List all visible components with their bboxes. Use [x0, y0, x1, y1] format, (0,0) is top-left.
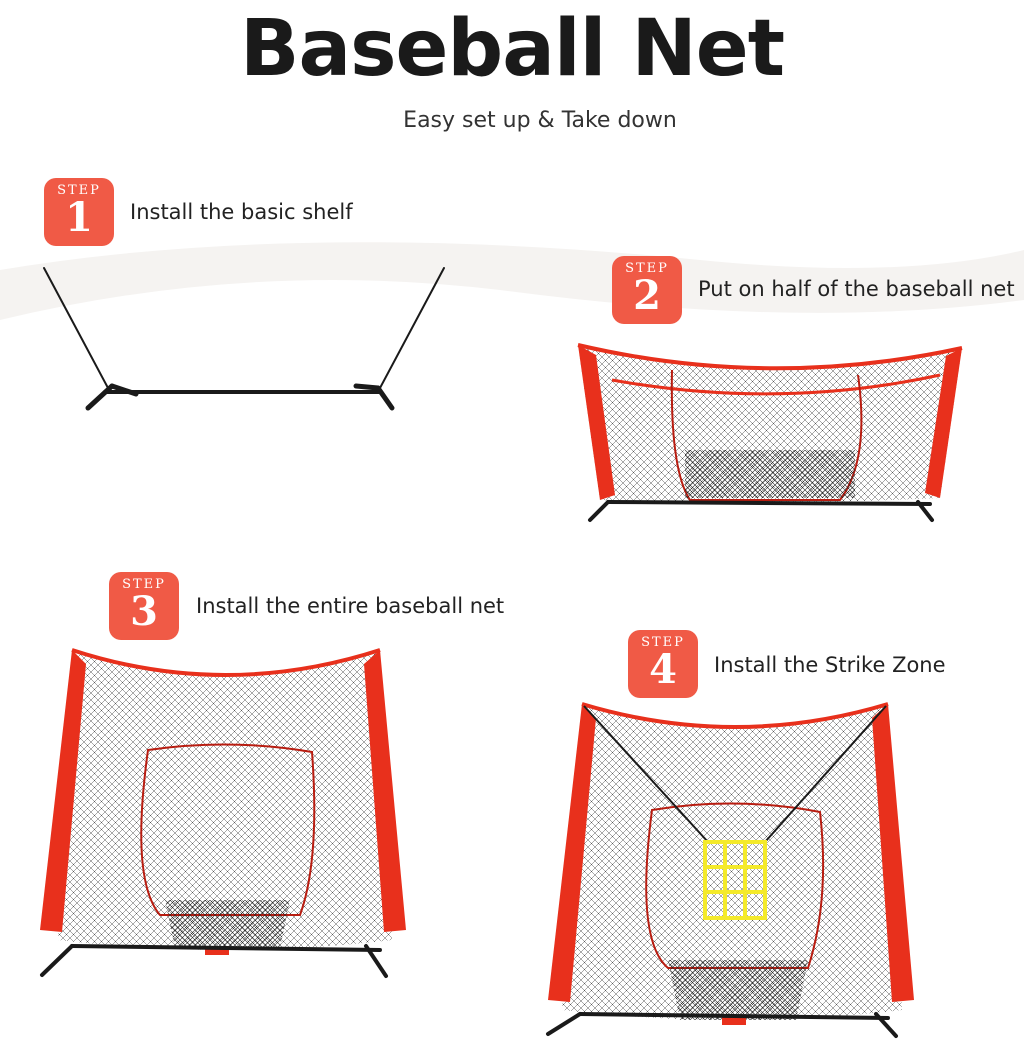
step-2-number: 2 [633, 272, 661, 319]
step-1-word: STEP [57, 183, 101, 198]
step-4-word: STEP [641, 635, 685, 650]
step-3-word: STEP [122, 577, 166, 592]
step-4-label: Install the Strike Zone [714, 653, 946, 677]
strike-zone-target [703, 840, 767, 920]
step-3-badge: STEP 3 [109, 572, 179, 640]
step-3-number: 3 [130, 588, 158, 635]
step-2-badge: STEP 2 [612, 256, 682, 324]
step-1-number: 1 [65, 194, 93, 241]
page-subtitle: Easy set up & Take down [403, 108, 677, 133]
step-2-word: STEP [625, 261, 669, 276]
step-2-label: Put on half of the baseball net [698, 277, 1015, 301]
background-swoosh [0, 242, 1024, 320]
step-3-label: Install the entire baseball net [196, 594, 505, 618]
step-1-badge: STEP 1 [44, 178, 114, 246]
page-title: Baseball Net [240, 4, 785, 94]
step-4-number: 4 [649, 646, 677, 693]
step-4-badge: STEP 4 [628, 630, 698, 698]
step-1-label: Install the basic shelf [130, 200, 353, 224]
